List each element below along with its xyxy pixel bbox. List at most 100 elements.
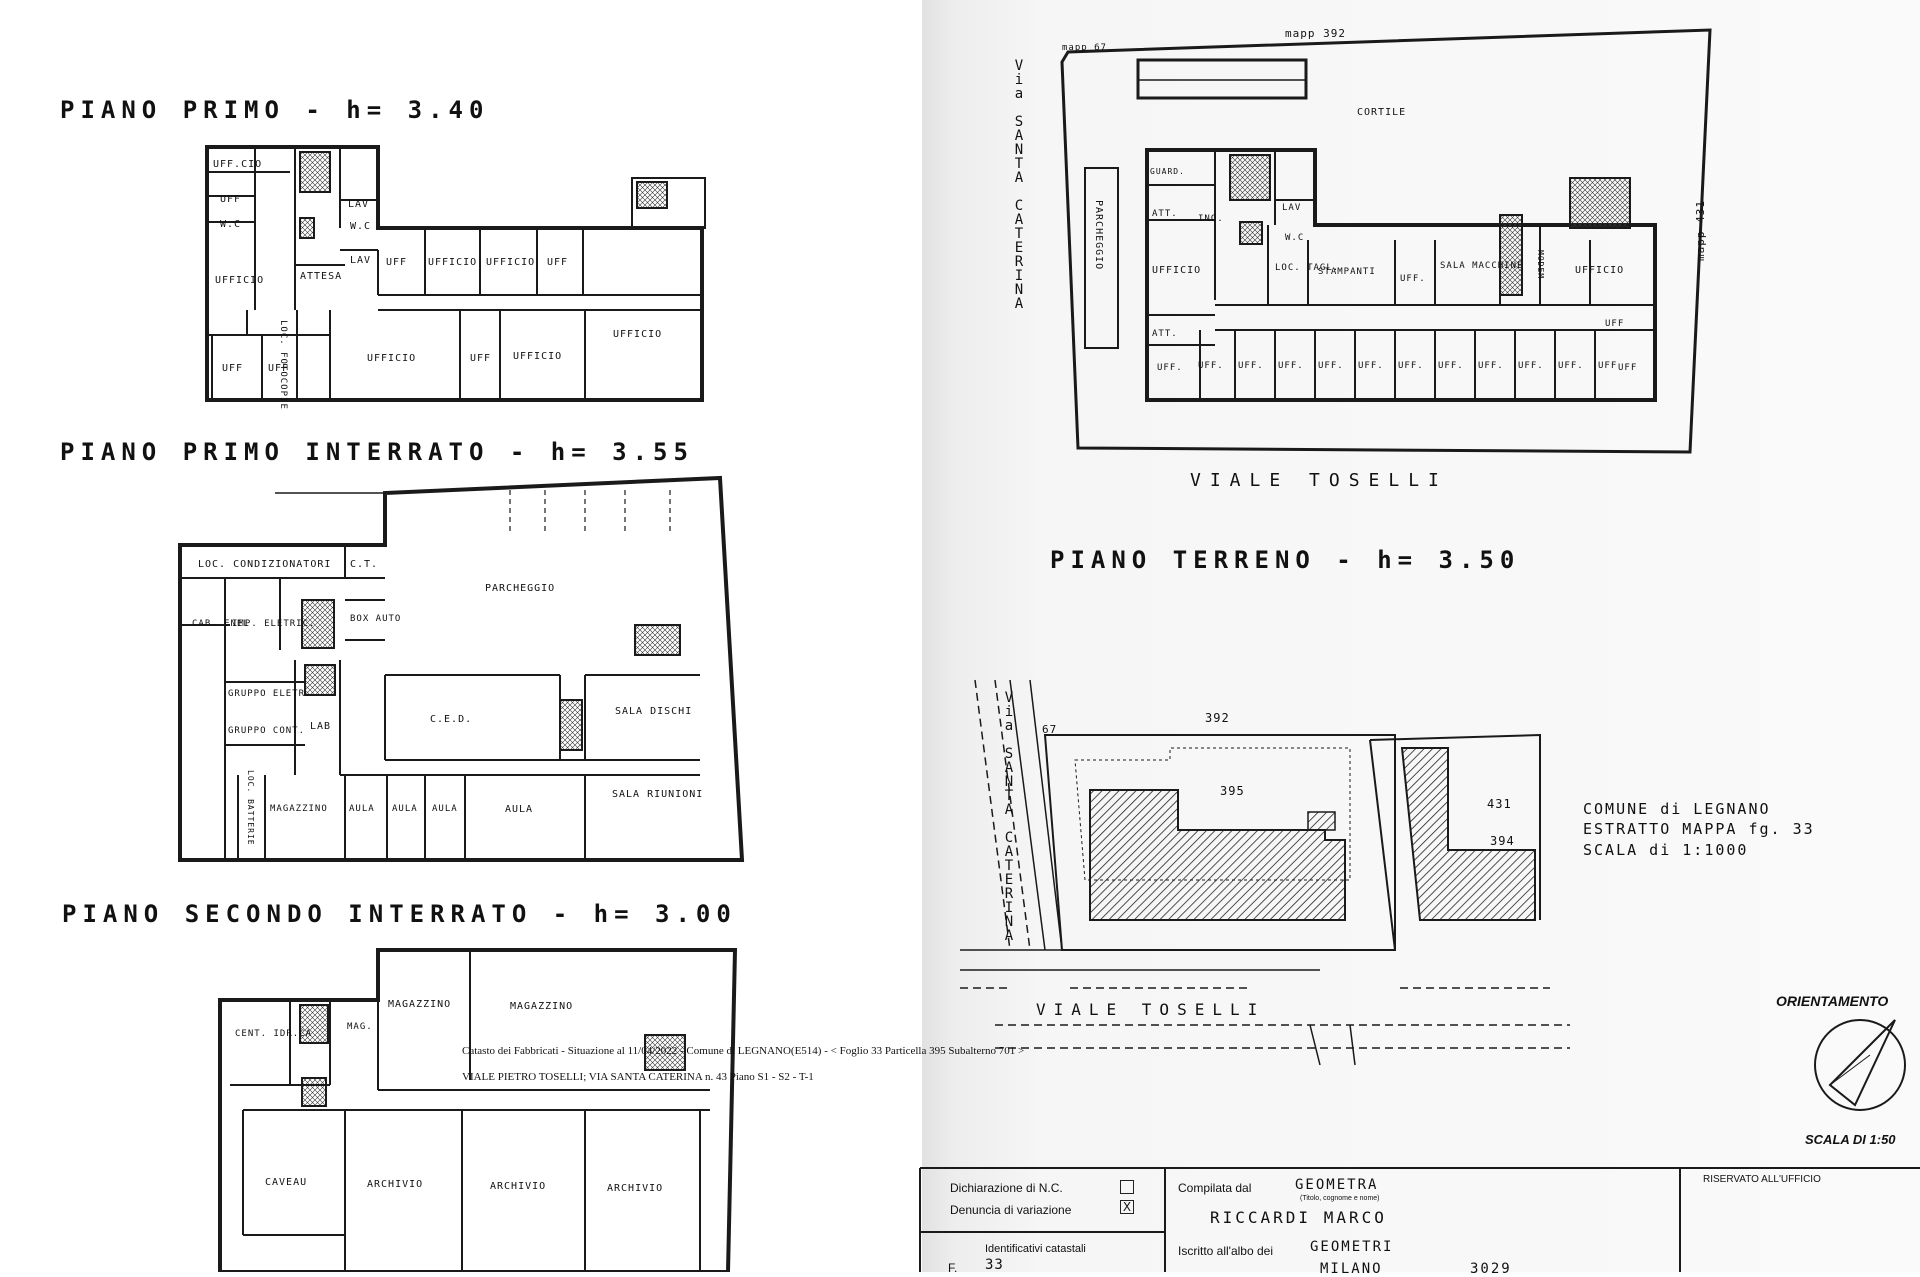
orientation-compass [1814,1019,1906,1111]
plan-piano-primo-interrato [178,475,745,862]
room-label: ARCHIVIO [490,1181,547,1192]
room-label: CAVEAU [265,1177,308,1188]
room-label: INQ. [1198,214,1224,224]
street-label-viale: VIALE TOSELLI [1190,470,1448,491]
room-label: MAGAZZINO [388,999,452,1010]
room-label: UFF. [1318,361,1344,371]
room-label: UFF. [1157,363,1183,373]
room-label: ATT. [1152,209,1178,219]
title-block-riservato: RISERVATO ALL'UFFICIO [1703,1174,1821,1185]
room-label: W.C [220,219,242,230]
orientation-label: ORIENTAMENTO [1776,993,1889,1009]
site-map-drawing [960,679,1570,1066]
checkbox-dichiarazione[interactable] [1120,1180,1134,1194]
room-label: UFF [222,363,244,374]
catasto-stamp-line2: VIALE PIETRO TOSELLI; VIA SANTA CATERINA… [462,1071,814,1083]
title-block-dichiarazione: Dichiarazione di N.C. [950,1181,1063,1195]
floor-title-primo: PIANO PRIMO - h= 3.40 [60,96,490,124]
room-label: SALA DISCHI [615,706,693,717]
room-label: UFF. [1558,361,1584,371]
room-label: UFF. [1438,361,1464,371]
room-label: BOX AUTO [350,614,402,624]
street-label-via: Via SANTA CATERINA [1011,58,1027,310]
title-block-iscritto: Iscritto all'albo dei [1178,1244,1274,1258]
title-block-compilata-value: GEOMETRA [1295,1177,1379,1193]
title-block-foglio-value: 33 [985,1257,1004,1273]
site-map-via-label: Via SANTA CATERINA [1001,690,1017,942]
title-block-nome: RICCARDI MARCO [1210,1208,1387,1227]
site-map-scala: SCALA di 1:1000 [1583,841,1749,859]
catasto-stamp-line1: Catasto dei Fabbricati - Situazione al 1… [462,1045,1025,1057]
room-label: UFF [1618,363,1638,373]
room-label: C.E.D. [430,714,473,725]
room-label: LAV [348,199,370,210]
mapp-label-431: mapp 431 [1694,200,1707,261]
room-label: UFF. [1398,361,1424,371]
room-label: GRUPPO CONT. [228,726,306,736]
room-label: CAB. ENEL [192,619,250,629]
room-label: SALA RIUNIONI [612,789,704,800]
room-label: AULA [432,804,458,814]
plan-piano-secondo-interrato [218,948,738,1272]
room-label: UFFICIO [367,353,417,364]
room-label: UFF [547,257,569,268]
mapp-label-top: mapp 392 [1285,27,1346,40]
title-block-iscritto-value: GEOMETRI [1310,1239,1394,1255]
site-map-estratto: ESTRATTO MAPPA fg. 33 [1583,820,1815,838]
checkbox-denuncia[interactable]: X [1120,1200,1134,1214]
room-label: UFF. [1198,361,1224,371]
room-label: UFF [220,194,242,205]
room-label: UFF. [1358,361,1384,371]
room-label: MAGAZZINO [510,1001,574,1012]
room-label: GUARD. [1150,167,1185,176]
room-label: ARCHIVIO [367,1179,424,1190]
room-label: IMP. ELETRIC. [232,619,316,629]
scan-shading-right [922,0,1920,1272]
room-label: LAV [350,255,372,266]
room-label: UFF [470,353,492,364]
room-label: SALA MACCHINE [1440,261,1524,271]
room-label: UFF. [1478,361,1504,371]
plan-piano-primo [205,145,706,402]
title-block-numero: 3029 [1470,1261,1512,1277]
orientation-scale: SCALA DI 1:50 [1805,1132,1896,1147]
room-label: ARCHIVIO [607,1183,664,1194]
room-label: STAMPANTI [1318,267,1376,277]
site-map-comune: COMUNE di LEGNANO [1583,800,1771,818]
room-label: ATTESA [300,271,343,282]
room-label: LOC. BATTERIE [246,770,255,846]
mapp-label-67: mapp 67 [1062,43,1107,53]
room-label: UFF.CIO [213,159,263,170]
room-label: UFFICIO [1575,265,1625,276]
room-label: AULA [392,804,418,814]
room-label: CORTILE [1357,107,1407,118]
room-label: LAB [310,721,332,732]
parking-label: PARCHEGGIO [1093,200,1104,271]
room-label: LOC. FOTOCOPIE [278,320,288,410]
room-label: C.T. [350,559,379,570]
room-label: UFF [386,257,408,268]
title-block-frame [919,1167,1920,1272]
room-label: UFF. [1278,361,1304,371]
parcel-number: 431 [1487,797,1512,811]
room-label: LOC. CONDIZIONATORI [198,559,332,570]
room-label: ATT. [1152,329,1178,339]
room-label: UFFICIO [428,257,478,268]
room-label: AULA [505,804,534,815]
room-label: GRUPPO ELETR. [228,689,312,699]
floor-title-terreno: PIANO TERRENO - h= 3.50 [1050,546,1521,574]
parcel-number: 395 [1220,784,1245,798]
room-label: UFFICIO [1152,265,1202,276]
title-block-provincia: MILANO [1320,1261,1383,1277]
room-label: UFFICIO [486,257,536,268]
room-label: UFF [1605,319,1625,329]
room-label: LAV [1282,203,1302,213]
title-block-foglio-label: F. [948,1261,958,1275]
floor-title-primo-interrato: PIANO PRIMO INTERRATO - h= 3.55 [60,438,694,466]
floor-title-secondo-interrato: PIANO SECONDO INTERRATO - h= 3.00 [62,900,737,928]
room-label: MODEM [1536,250,1545,280]
title-block-compilata: Compilata dal [1178,1181,1252,1195]
room-label: UFFICIO [613,329,663,340]
parcel-number: 392 [1205,711,1230,725]
